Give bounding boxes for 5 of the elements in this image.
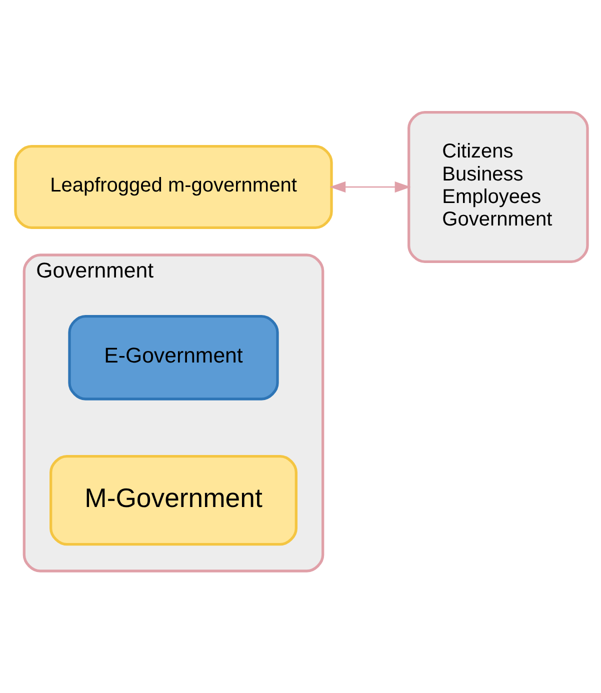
node-box: Citizens Business Employees Government [408, 110, 589, 262]
arrow [330, 180, 411, 192]
node-box: Leapfrogged m-government [14, 144, 333, 228]
node-box: E-Government [68, 314, 279, 400]
node-box: M-Government [50, 454, 298, 546]
